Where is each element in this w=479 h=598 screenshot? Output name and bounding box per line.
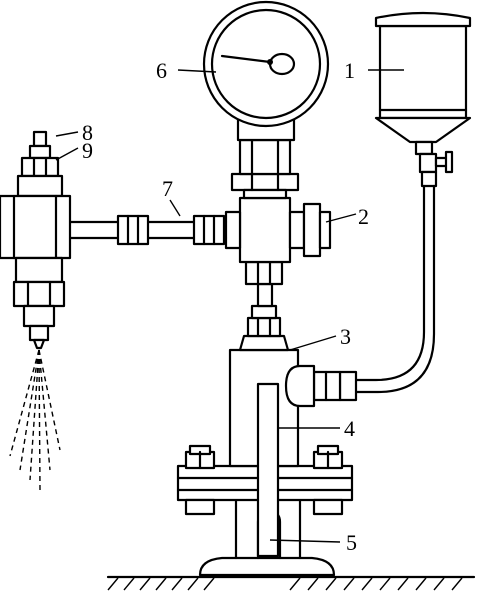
- cross-fitting: [224, 172, 306, 264]
- feed-pipe: [284, 184, 436, 408]
- label-shutoff-valve: 2: [358, 204, 369, 229]
- label-lock-nut: 9: [82, 138, 93, 163]
- label-adjusting-screw: 8: [82, 120, 93, 145]
- label-fuel-tank: 1: [344, 58, 355, 83]
- pump-neck: [238, 260, 290, 352]
- high-pressure-pipe: [68, 214, 228, 246]
- injector-assembly: [0, 130, 72, 350]
- base-foot: [198, 498, 336, 577]
- fuel-tank: [374, 11, 472, 188]
- label-pressure-gauge: 6: [156, 58, 167, 83]
- label-pump-head: 3: [340, 324, 351, 349]
- shutoff-valve-2: [302, 202, 332, 258]
- ground: [106, 575, 476, 591]
- fuel-spray: [9, 349, 61, 491]
- leader-lines: [55, 69, 404, 543]
- part-labels: 1 2 3 4 5 6 7 8 9: [82, 58, 369, 555]
- label-plunger: 4: [344, 416, 355, 441]
- label-lever: 5: [346, 530, 357, 555]
- pump-body: [228, 348, 300, 558]
- pressure-gauge: [202, 0, 330, 128]
- label-high-pressure-pipe: 7: [162, 176, 173, 201]
